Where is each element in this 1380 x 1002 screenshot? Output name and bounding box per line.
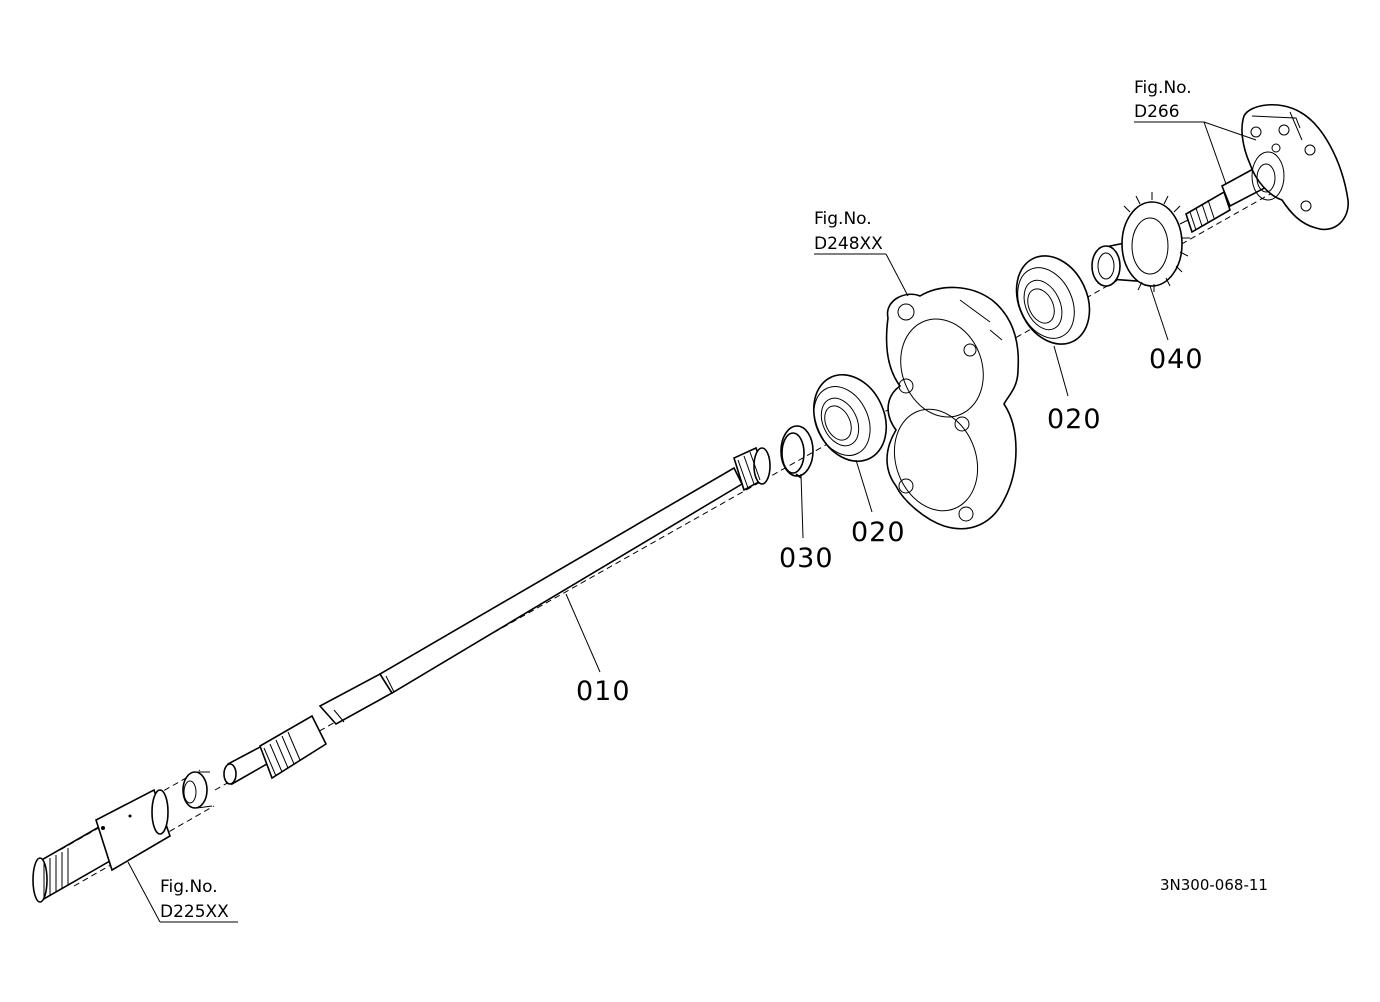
ref-middle-prefix: Fig.No. xyxy=(814,209,872,229)
ref-middle-id: D248XX xyxy=(814,234,883,254)
callout-020-upper: 020 xyxy=(1047,404,1102,435)
snap-ring-030 xyxy=(780,425,814,479)
leader-010 xyxy=(565,593,601,673)
leader-ref-top-2 xyxy=(1203,121,1257,141)
leader-ref-bottom xyxy=(127,861,161,923)
bearing-020-upper xyxy=(1015,255,1091,345)
shaft-010 xyxy=(223,446,771,786)
mating-casing-top xyxy=(1185,103,1349,234)
bearing-020-lower xyxy=(812,373,888,463)
callout-030: 030 xyxy=(779,543,834,574)
diagram-code: 3N300-068-11 xyxy=(1160,876,1268,894)
housing xyxy=(885,286,1020,530)
ref-top-prefix: Fig.No. xyxy=(1134,78,1192,98)
leader-020-upper xyxy=(1053,345,1069,397)
leader-020-lower xyxy=(855,459,873,513)
ref-bottom-prefix: Fig.No. xyxy=(160,877,218,897)
leader-ref-middle xyxy=(885,253,909,297)
callout-020-lower: 020 xyxy=(851,517,906,548)
mating-shaft-bottom xyxy=(32,769,215,903)
gear-040 xyxy=(1091,192,1190,292)
leader-ref-top-1 xyxy=(1203,121,1227,185)
ref-bottom-id: D225XX xyxy=(160,902,229,922)
ref-top-id: D266 xyxy=(1134,102,1180,122)
leader-040 xyxy=(1149,285,1169,341)
callout-010: 010 xyxy=(576,676,631,707)
leader-030 xyxy=(800,473,804,539)
callout-040: 040 xyxy=(1149,344,1204,375)
